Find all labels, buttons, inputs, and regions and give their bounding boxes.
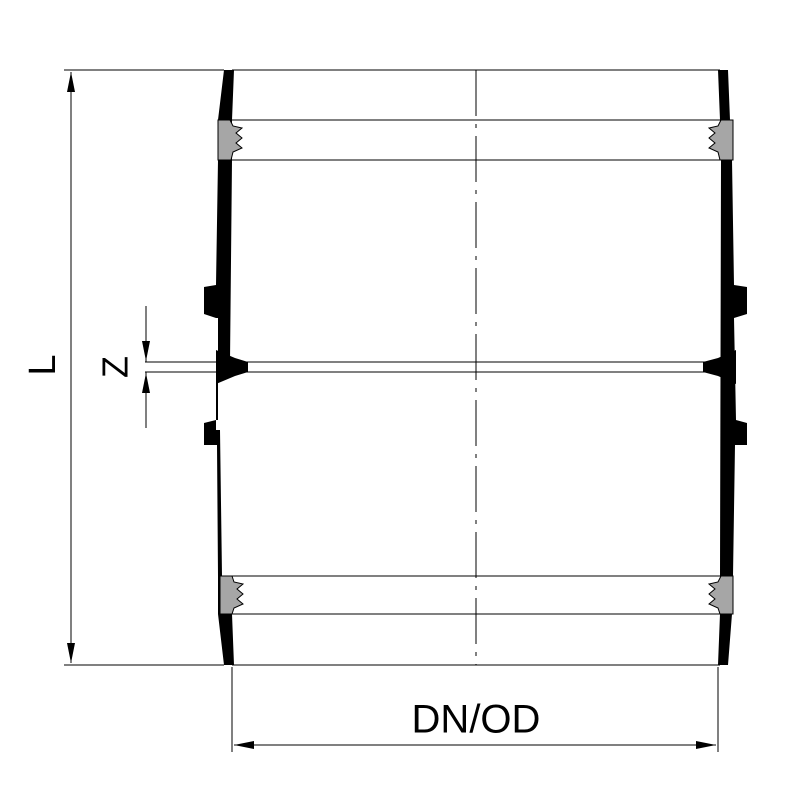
left-center-stop [216, 350, 248, 384]
gap-arrow-top [142, 341, 150, 361]
seals [217, 119, 734, 615]
right-center-stop [703, 350, 736, 384]
gap-dimension [142, 306, 150, 428]
length-arrow-top [67, 72, 75, 92]
seal-top-left [217, 119, 244, 161]
seal-bottom-right [707, 575, 734, 615]
diameter-dimension [231, 667, 719, 752]
diameter-arrow-left [234, 741, 254, 749]
seal-bottom-left [219, 575, 245, 615]
left-coupling-wall [204, 70, 234, 665]
gap-label: Z [95, 356, 136, 378]
length-arrow-bottom [67, 643, 75, 663]
diameter-arrow-right [696, 741, 716, 749]
length-label: L [22, 354, 64, 375]
diameter-label: DN/OD [412, 698, 541, 742]
seal-top-right [707, 119, 734, 161]
gap-arrow-bottom [142, 373, 150, 393]
length-dimension [64, 69, 224, 666]
